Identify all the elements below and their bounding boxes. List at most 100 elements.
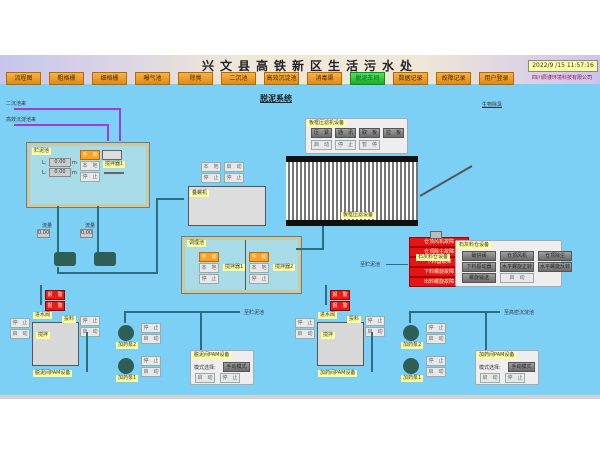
local-button[interactable]: 本 地 <box>249 263 269 273</box>
pipe <box>409 311 411 323</box>
pipe <box>124 311 240 313</box>
alarm-indicator: 报 警 <box>330 301 350 311</box>
nav-tab[interactable]: 故障记录 <box>436 72 471 85</box>
lime-device-button[interactable]: 启 动 <box>500 273 534 283</box>
stop-button[interactable]: 停 止 <box>426 356 446 366</box>
nav-tab[interactable]: 消毒渠 <box>307 72 342 85</box>
press-control-button[interactable]: 暂 停 <box>359 140 380 150</box>
pump-label: 加药泵2 <box>116 342 139 349</box>
start-button[interactable]: 启 动 <box>365 327 385 337</box>
lime-device-button[interactable]: 水平螺旋正转 <box>500 262 534 272</box>
company-name: 四川辰谨环境科技有限公司 <box>531 75 592 81</box>
nav-tab[interactable]: 高效沉淀池 <box>264 72 299 85</box>
manual-button[interactable]: 手 动 <box>199 252 219 262</box>
nav-tab[interactable]: 用户登录 <box>479 72 514 85</box>
start-button[interactable]: 启 动 <box>10 329 30 339</box>
nav-tab[interactable]: 曝气池 <box>135 72 170 85</box>
stop-button[interactable]: 停 止 <box>199 274 219 284</box>
nav-tab[interactable]: 脱泥车间 <box>350 72 385 85</box>
manual-button[interactable]: 手 动 <box>249 252 269 262</box>
lime-device-button[interactable]: 水平螺旋反转 <box>538 262 572 272</box>
panel-title: 脱泥间PAM设备 <box>192 352 232 359</box>
stop-button[interactable]: 停 止 <box>220 373 240 383</box>
lime-device-button[interactable]: 仓顶风机 <box>500 251 534 261</box>
start-button[interactable]: 启 动 <box>480 373 500 383</box>
press-control-button[interactable]: 停 止 <box>335 140 356 150</box>
mixer-label: 搅拌 <box>321 332 336 339</box>
manual-button[interactable]: 手 动 <box>80 150 100 160</box>
start-button[interactable]: 启 动 <box>224 162 244 172</box>
press-control-button[interactable]: 启 动 <box>311 140 332 150</box>
dosing-pump-icon[interactable] <box>118 358 134 374</box>
nav-tab[interactable]: 流程图 <box>6 72 41 85</box>
pipe <box>200 311 202 351</box>
pipe <box>325 285 327 305</box>
dosing-pump-icon[interactable] <box>403 325 419 341</box>
dosing-pump-icon[interactable] <box>403 358 419 374</box>
stop-button[interactable]: 停 止 <box>224 173 244 183</box>
mixer-label: 搅拌器2 <box>273 264 296 271</box>
stop-button[interactable]: 停 止 <box>426 323 446 333</box>
pipe <box>40 285 42 305</box>
inflow-label-secondary-clarifier: 二沉池来 <box>6 101 27 107</box>
stop-button[interactable]: 停 止 <box>505 373 525 383</box>
section-title: 脱泥系统 <box>260 94 292 103</box>
pipe <box>322 218 324 250</box>
inflow-label-high-efficiency: 高效沉淀池来 <box>6 117 37 123</box>
stop-button[interactable]: 停 止 <box>80 172 100 182</box>
inlet-valve-label: 进水阀 <box>33 312 53 319</box>
lime-device-button[interactable]: 螺旋输送 <box>462 273 496 283</box>
stop-button[interactable]: 停 止 <box>365 316 385 326</box>
press-status-indicator: 通 讯 <box>335 128 356 138</box>
flow-label: 流量 <box>42 223 53 229</box>
local-button[interactable]: 本 地 <box>199 263 219 273</box>
sludge-pump-2-icon[interactable] <box>94 252 116 266</box>
stop-button[interactable]: 停 止 <box>141 323 161 333</box>
nav-tab[interactable]: 二沉池 <box>221 72 256 85</box>
bio-deodor-link[interactable]: 生物除臭 <box>482 102 503 108</box>
stop-button[interactable]: 停 止 <box>10 318 30 328</box>
clock-display: 2022/9 /15 11:57:16 <box>528 60 598 72</box>
purple-pipe <box>119 108 121 141</box>
tank-label: 贮泥池 <box>32 148 52 155</box>
flow-readout-2: 0.00 <box>80 229 93 238</box>
nav-tab[interactable]: 除臭 <box>178 72 213 85</box>
status-bar <box>0 395 600 399</box>
mode-select[interactable]: 手动模式 <box>508 362 535 372</box>
stop-button[interactable]: 停 止 <box>80 316 100 326</box>
pam-unit-icon <box>317 322 364 366</box>
pipe <box>485 311 487 351</box>
start-button[interactable]: 启 动 <box>426 367 446 377</box>
alarm-indicator: 报 警 <box>45 301 65 311</box>
tank-divider <box>245 240 246 290</box>
start-button[interactable]: 启 动 <box>426 334 446 344</box>
start-button[interactable]: 启 动 <box>195 373 215 383</box>
stop-button[interactable]: 停 止 <box>249 274 269 284</box>
mixer-motor-icon <box>102 150 122 160</box>
mode-select[interactable]: 手动模式 <box>223 362 250 372</box>
outlet-label: 至贮泥池 <box>244 310 265 316</box>
nav-tab[interactable]: 粗格栅 <box>49 72 84 85</box>
lime-device-button[interactable]: 下料振动器 <box>462 262 496 272</box>
page-header-title: 兴文县高铁新区生活污水处 <box>201 59 418 73</box>
lime-device-button[interactable]: 仓顶除尘 <box>538 251 572 261</box>
silo-label: 石灰料仓设备 <box>416 254 451 261</box>
start-button[interactable]: 启 动 <box>295 329 315 339</box>
start-button[interactable]: 启 动 <box>80 327 100 337</box>
stop-button[interactable]: 停 止 <box>141 356 161 366</box>
nav-tab[interactable]: 数据记录 <box>393 72 428 85</box>
local-button[interactable]: 本 地 <box>80 161 100 171</box>
pipe <box>371 332 373 372</box>
purple-pipe <box>107 124 109 141</box>
tank-label: 调理池 <box>187 240 207 247</box>
dosing-pump-icon[interactable] <box>118 325 134 341</box>
start-button[interactable]: 启 动 <box>141 367 161 377</box>
stop-button[interactable]: 停 止 <box>295 318 315 328</box>
local-button[interactable]: 本 地 <box>201 162 221 172</box>
nav-tab[interactable]: 细格栅 <box>92 72 127 85</box>
silo-top-icon <box>430 231 442 239</box>
stop-button[interactable]: 停 止 <box>201 173 221 183</box>
sludge-pump-1-icon[interactable] <box>54 252 76 266</box>
start-button[interactable]: 启 动 <box>141 334 161 344</box>
lime-device-button[interactable]: 破拱阀 <box>462 251 496 261</box>
